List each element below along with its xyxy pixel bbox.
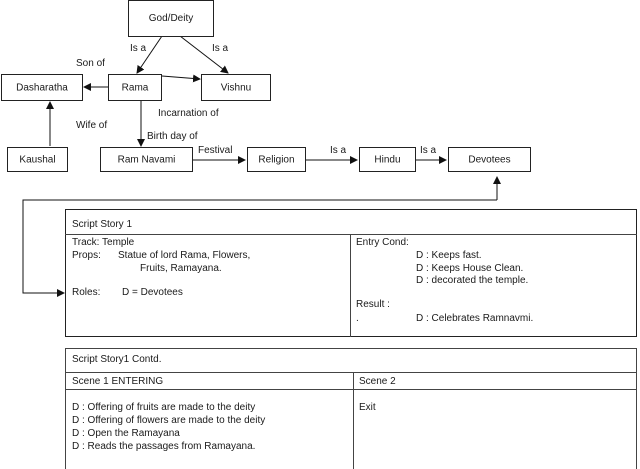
node-ramnavami: Ram Navami (100, 147, 193, 172)
node-rama: Rama (108, 74, 162, 101)
edge-label-wife-of: Wife of (76, 120, 108, 131)
node-god: God/Deity (128, 0, 214, 37)
edge-label-son-of: Son of (76, 58, 105, 69)
scene-1-line: D : Reads the passages from Ramayana. (72, 441, 256, 452)
script-story-2-subheader-divider (65, 389, 637, 390)
script-story-2-column-divider (353, 372, 354, 469)
edge-roles-link (22, 199, 497, 297)
node-religion: Religion (247, 147, 306, 172)
edge-label-rama-isa: Is a (130, 43, 147, 54)
scene-2-value: Exit (359, 402, 376, 413)
edge-label-festival: Festival (198, 145, 233, 156)
roles-value: D = Devotees (122, 287, 183, 298)
node-hindu-label: Hindu (374, 154, 401, 165)
result-dot: . (356, 313, 359, 324)
script-story-1-title: Script Story 1 (72, 219, 133, 230)
node-ramnavami-label: Ram Navami (117, 154, 176, 165)
node-vishnu: Vishnu (201, 74, 271, 101)
edge-label-religion-isa: Is a (330, 145, 347, 156)
node-kaushal: Kaushal (7, 147, 68, 172)
script-story-1-header-divider (65, 234, 637, 235)
scene-1-header: Scene 1 ENTERING (72, 376, 164, 387)
entry-cond-item: D : Keeps fast. (416, 250, 482, 261)
scene-1-line: D : Open the Ramayana (72, 428, 180, 439)
node-god-label: God/Deity (148, 13, 194, 24)
entry-cond-item: D : decorated the temple. (416, 275, 529, 286)
scene-1-line: D : Offering of flowers are made to the … (72, 415, 266, 426)
script-story-2-header-divider (65, 372, 637, 373)
props-line-2: Fruits, Ramayana. (140, 263, 222, 274)
props-line-1: Statue of lord Rama, Flowers, (118, 250, 251, 261)
script-story-2-left-border (65, 348, 66, 469)
roles-label: Roles: (72, 287, 101, 298)
node-devotees-label: Devotees (468, 154, 511, 165)
script-story-2-top-border (65, 348, 637, 349)
node-kaushal-label: Kaushal (19, 154, 56, 165)
script-story-2-title: Script Story1 Contd. (72, 354, 162, 365)
edge-label-incarnation-of: Incarnation of (158, 108, 219, 119)
node-dasharatha: Dasharatha (1, 74, 83, 101)
node-devotees: Devotees (448, 147, 531, 172)
edge-label-hindu-isa: Is a (420, 145, 437, 156)
node-dasharatha-label: Dasharatha (16, 82, 68, 93)
edge-rama-isa-god (136, 35, 163, 74)
node-vishnu-label: Vishnu (220, 82, 252, 93)
entry-cond-label: Entry Cond: (356, 237, 409, 248)
node-religion-label: Religion (258, 154, 295, 165)
edge-vishnu-isa-god (179, 35, 229, 74)
scene-2-header: Scene 2 (359, 376, 396, 387)
node-hindu: Hindu (359, 147, 416, 172)
script-story-1-table (65, 209, 637, 337)
track-line: Track: Temple (72, 237, 135, 248)
result-value: D : Celebrates Ramnavmi. (416, 313, 534, 324)
props-label: Props: (72, 250, 101, 261)
script-story-1-column-divider (350, 234, 351, 337)
edge-incarnation-of (161, 74, 201, 83)
scene-1-line: D : Offering of fruits are made to the d… (72, 402, 256, 413)
edge-label-vishnu-isa: Is a (212, 43, 229, 54)
script-story-2-right-border (636, 348, 637, 469)
entry-cond-item: D : Keeps House Clean. (416, 263, 524, 274)
edge-label-birth-day-of: Birth day of (147, 131, 198, 142)
result-label: Result : (356, 299, 390, 310)
node-rama-label: Rama (121, 82, 149, 93)
